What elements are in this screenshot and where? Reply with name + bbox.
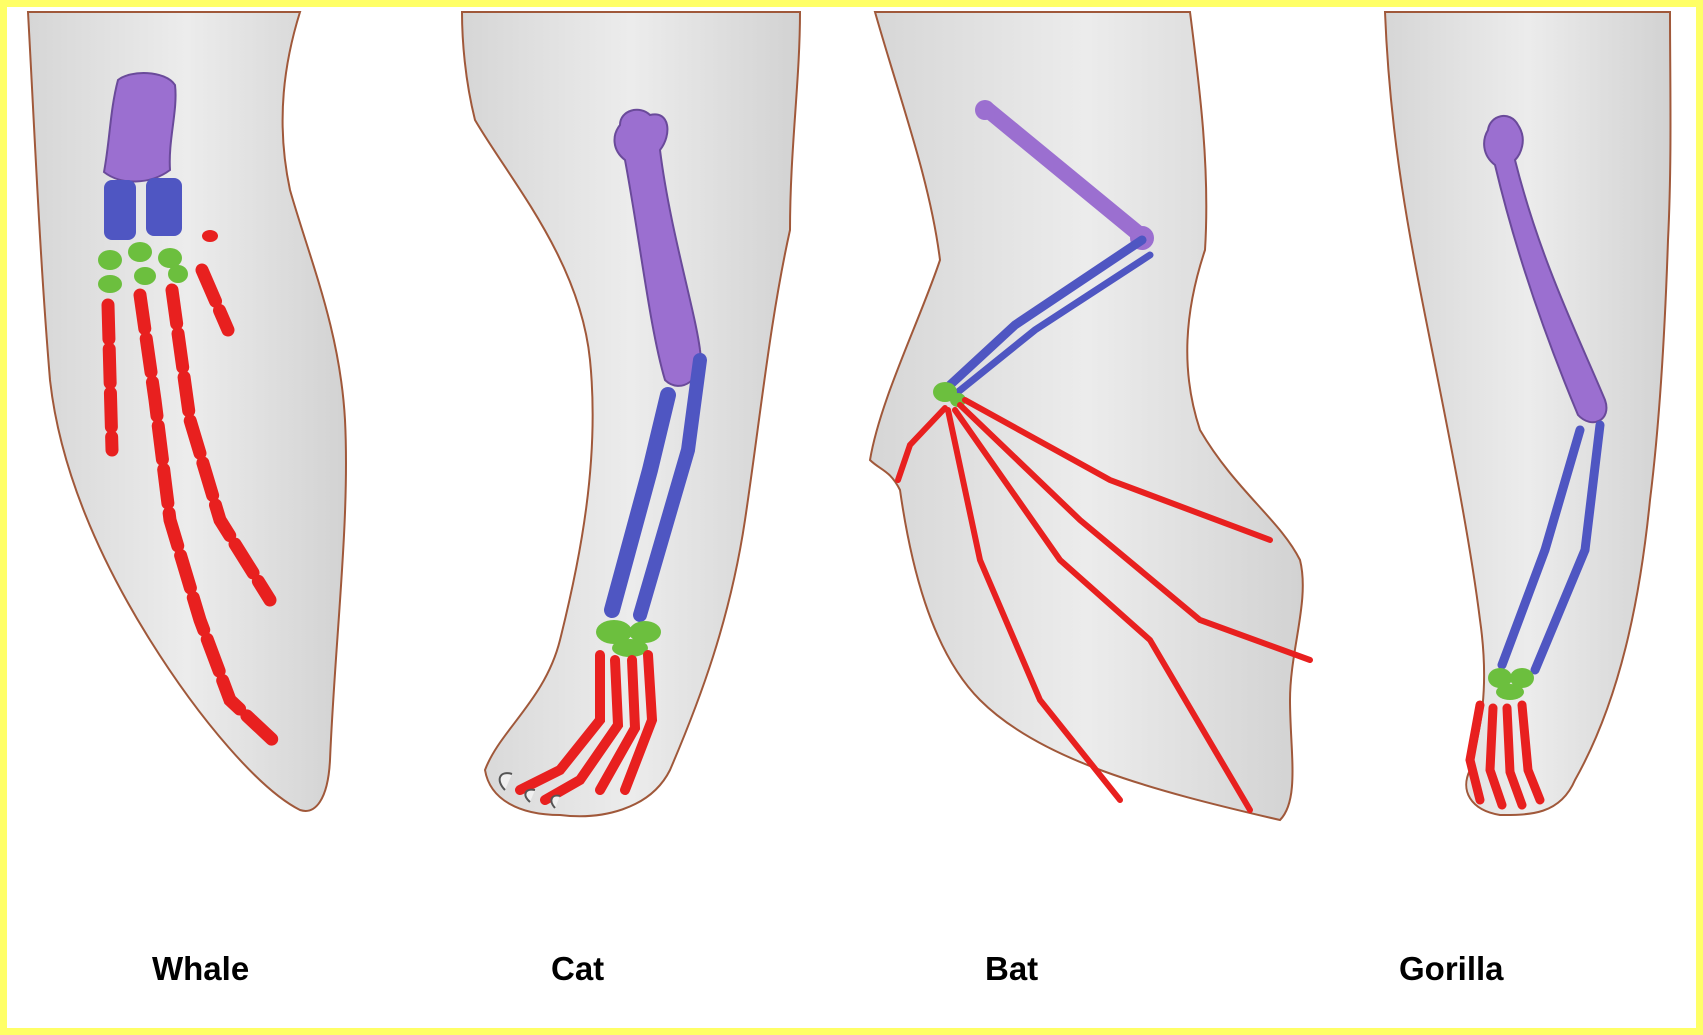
gorilla-skin [1385,12,1671,815]
whale-flipper [28,12,346,811]
whale-ulna [146,178,182,236]
cat-leg [462,12,800,816]
label-whale: Whale [152,950,249,988]
label-gorilla: Gorilla [1399,950,1504,988]
label-cat: Cat [551,950,604,988]
label-bat: Bat [985,950,1038,988]
whale-radius [104,180,136,240]
bat-wing [870,12,1310,820]
gorilla-arm [1385,12,1671,815]
